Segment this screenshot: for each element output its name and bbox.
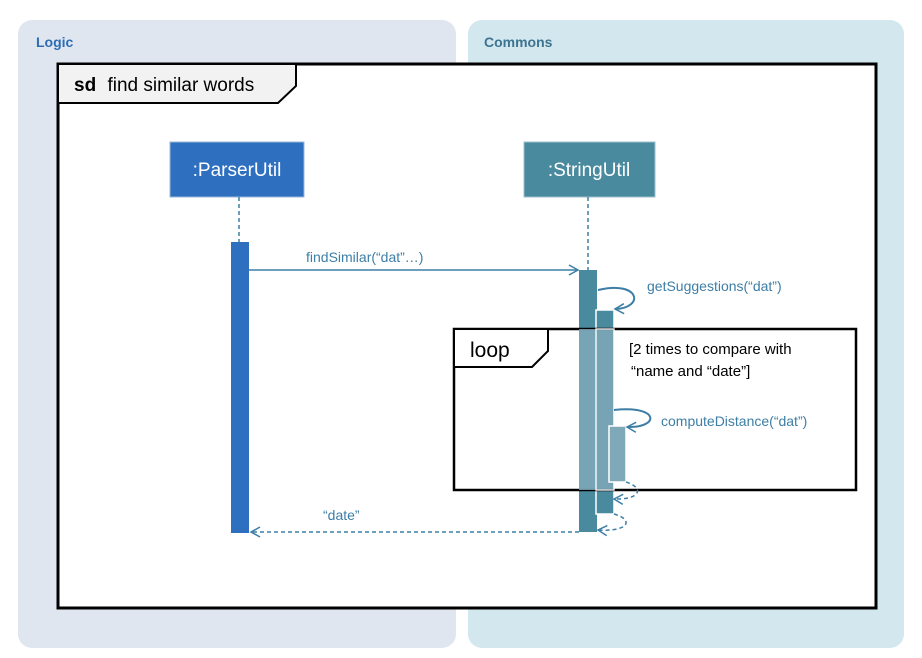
stringutil-activation-overlay [579,329,597,490]
return-date-label: “date” [323,507,360,523]
loop-fragment [452,327,858,492]
logic-panel-title: Logic [36,34,74,50]
sd-frame-title: find similar words [107,75,254,96]
participant-parserutil-label: :ParserUtil [193,160,282,181]
sd-keyword: sd [74,75,96,96]
computedistance-label: computeDistance(“dat”) [661,413,807,429]
loop-keyword: loop [470,339,510,362]
commons-panel-title: Commons [484,34,553,50]
computedistance-return-arrow [612,481,639,505]
loop-fragment-tab [453,328,549,368]
participant-stringutil-label: :StringUtil [548,160,630,181]
participant-stringutil-box [523,141,656,198]
loop-guard-line-2: “name and “date”] [631,363,750,380]
getsuggestions-label: getSuggestions(“dat”) [647,278,782,294]
computedistance-activation [608,425,627,483]
computedistance-arrow [613,408,652,433]
participant-parserutil-box [169,141,305,198]
parserutil-activation [231,242,249,533]
getsuggestions-return-arrow [596,513,627,537]
sd-frame-tab [57,63,297,104]
findsimilar-label: findSimilar(“dat”…) [306,249,423,265]
sd-frame-label: sd find similar words [74,75,254,96]
getsuggestions-arrow [597,286,636,315]
loop-guard-line-1: [2 times to compare with [629,341,792,358]
